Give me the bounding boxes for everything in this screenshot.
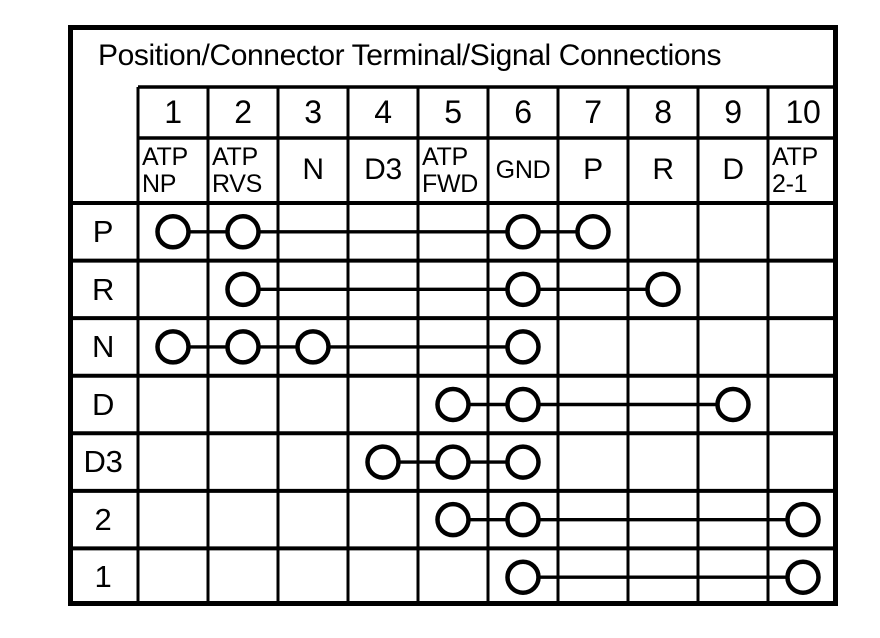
- terminal-circle-R-2: [225, 271, 261, 308]
- column-header-6: 6: [514, 94, 532, 131]
- column-header-2: 2: [234, 94, 252, 131]
- terminal-circle-1-10: [785, 559, 821, 595]
- terminal-circle-R-8: [645, 271, 681, 308]
- signal-label-line: ATP: [422, 142, 468, 171]
- terminal-circle-2-10: [785, 501, 821, 538]
- terminal-circle-P-6: [505, 214, 541, 250]
- signal-label-line: P: [583, 153, 603, 187]
- signal-label-line: N: [302, 153, 324, 187]
- row-label-R: R: [91, 271, 115, 307]
- row-label-N: N: [91, 329, 115, 365]
- signal-label-line: GND: [495, 156, 551, 184]
- signal-label-line: 2-1: [772, 169, 808, 198]
- terminal-circle-N-1: [155, 329, 191, 365]
- terminal-circle-D3-4: [365, 444, 401, 480]
- signal-label-gnd: GND: [488, 138, 558, 203]
- column-header-5: 5: [444, 94, 462, 131]
- terminal-circle-D-5: [435, 386, 471, 423]
- column-header-8: 8: [654, 94, 672, 131]
- row-label-D3: D3: [83, 444, 123, 480]
- terminal-circle-D3-5: [435, 444, 471, 480]
- signal-label-line: D: [722, 153, 744, 187]
- column-header-7: 7: [584, 94, 602, 131]
- column-header-10: 10: [785, 94, 821, 131]
- signal-label-r: R: [628, 138, 698, 203]
- terminal-circle-P-1: [155, 214, 191, 250]
- terminal-circle-N-2: [225, 329, 261, 365]
- row-label-2: 2: [94, 501, 112, 537]
- terminal-circle-2-5: [435, 501, 471, 538]
- signal-label-p: P: [558, 138, 628, 203]
- signal-label-line: NP: [142, 169, 177, 198]
- signal-label-d3: D3: [348, 138, 418, 203]
- column-header-4: 4: [374, 94, 392, 131]
- signal-label-line: D3: [364, 153, 402, 187]
- column-header-9: 9: [724, 94, 742, 131]
- signal-label-d: D: [698, 138, 768, 203]
- row-label-P: P: [92, 214, 114, 250]
- table-outer-border: [68, 25, 838, 606]
- signal-label-line: ATP: [772, 142, 818, 171]
- terminal-circle-P-7: [575, 214, 611, 250]
- terminal-circle-D-6: [505, 386, 541, 423]
- terminal-circle-P-2: [225, 214, 261, 250]
- signal-label-line: ATP: [142, 142, 188, 171]
- row-label-1: 1: [94, 559, 112, 595]
- signal-label-line: RVS: [212, 169, 263, 198]
- terminal-circle-N-3: [295, 329, 331, 365]
- terminal-circle-1-6: [505, 559, 541, 595]
- signal-label-n: N: [278, 138, 348, 203]
- signal-label-line: FWD: [422, 169, 479, 198]
- column-header-1: 1: [164, 94, 182, 131]
- terminal-circle-D-9: [715, 386, 751, 423]
- signal-label-line: ATP: [212, 142, 258, 171]
- row-label-D: D: [91, 386, 115, 422]
- signal-label-line: R: [652, 153, 674, 187]
- column-header-3: 3: [304, 94, 322, 131]
- terminal-circle-R-6: [505, 271, 541, 308]
- diagram-title: Position/Connector Terminal/Signal Conne…: [98, 39, 722, 72]
- terminal-circle-2-6: [505, 501, 541, 538]
- terminal-circle-N-6: [505, 329, 541, 365]
- terminal-circle-D3-6: [505, 444, 541, 480]
